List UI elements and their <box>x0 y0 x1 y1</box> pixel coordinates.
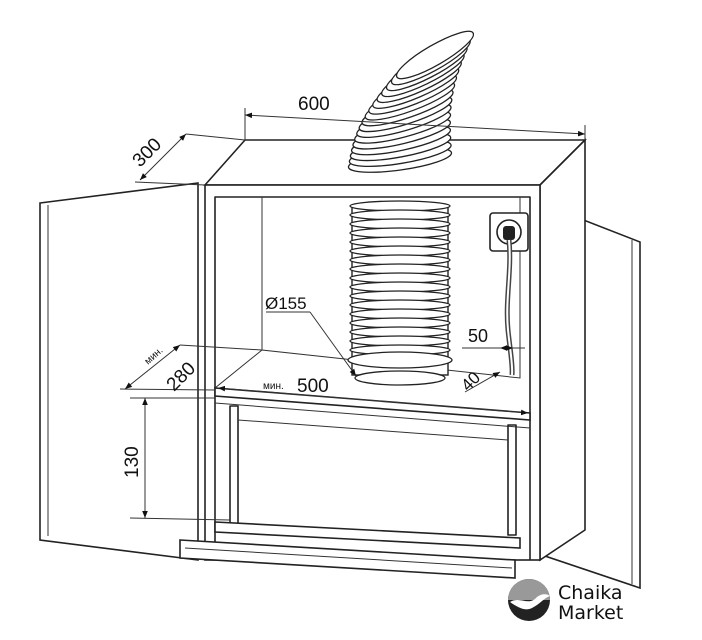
logo-text: Chaika Market <box>558 583 623 623</box>
dim-min-width: 500 <box>297 376 329 397</box>
dimension-lines <box>119 108 586 521</box>
drawer-frame <box>179 405 521 579</box>
dim-depth: 300 <box>129 134 166 171</box>
dim-duct-diameter: Ø155 <box>265 294 307 313</box>
logo-line-2: Market <box>558 602 624 624</box>
duct-rib <box>347 351 453 369</box>
dim-cable-offset: 50 <box>468 326 488 346</box>
power-socket <box>489 212 529 376</box>
dim-height: 130 <box>122 446 143 478</box>
dim-min-width-prefix: мин. <box>263 381 284 392</box>
chaika-market-logo-icon <box>508 579 550 621</box>
duct-rib <box>395 30 475 80</box>
duct-rib <box>354 370 446 386</box>
duct-lower <box>347 200 453 386</box>
dim-width: 600 <box>298 94 330 115</box>
logo-line-1: Chaika <box>558 582 623 604</box>
left-door <box>39 182 199 561</box>
